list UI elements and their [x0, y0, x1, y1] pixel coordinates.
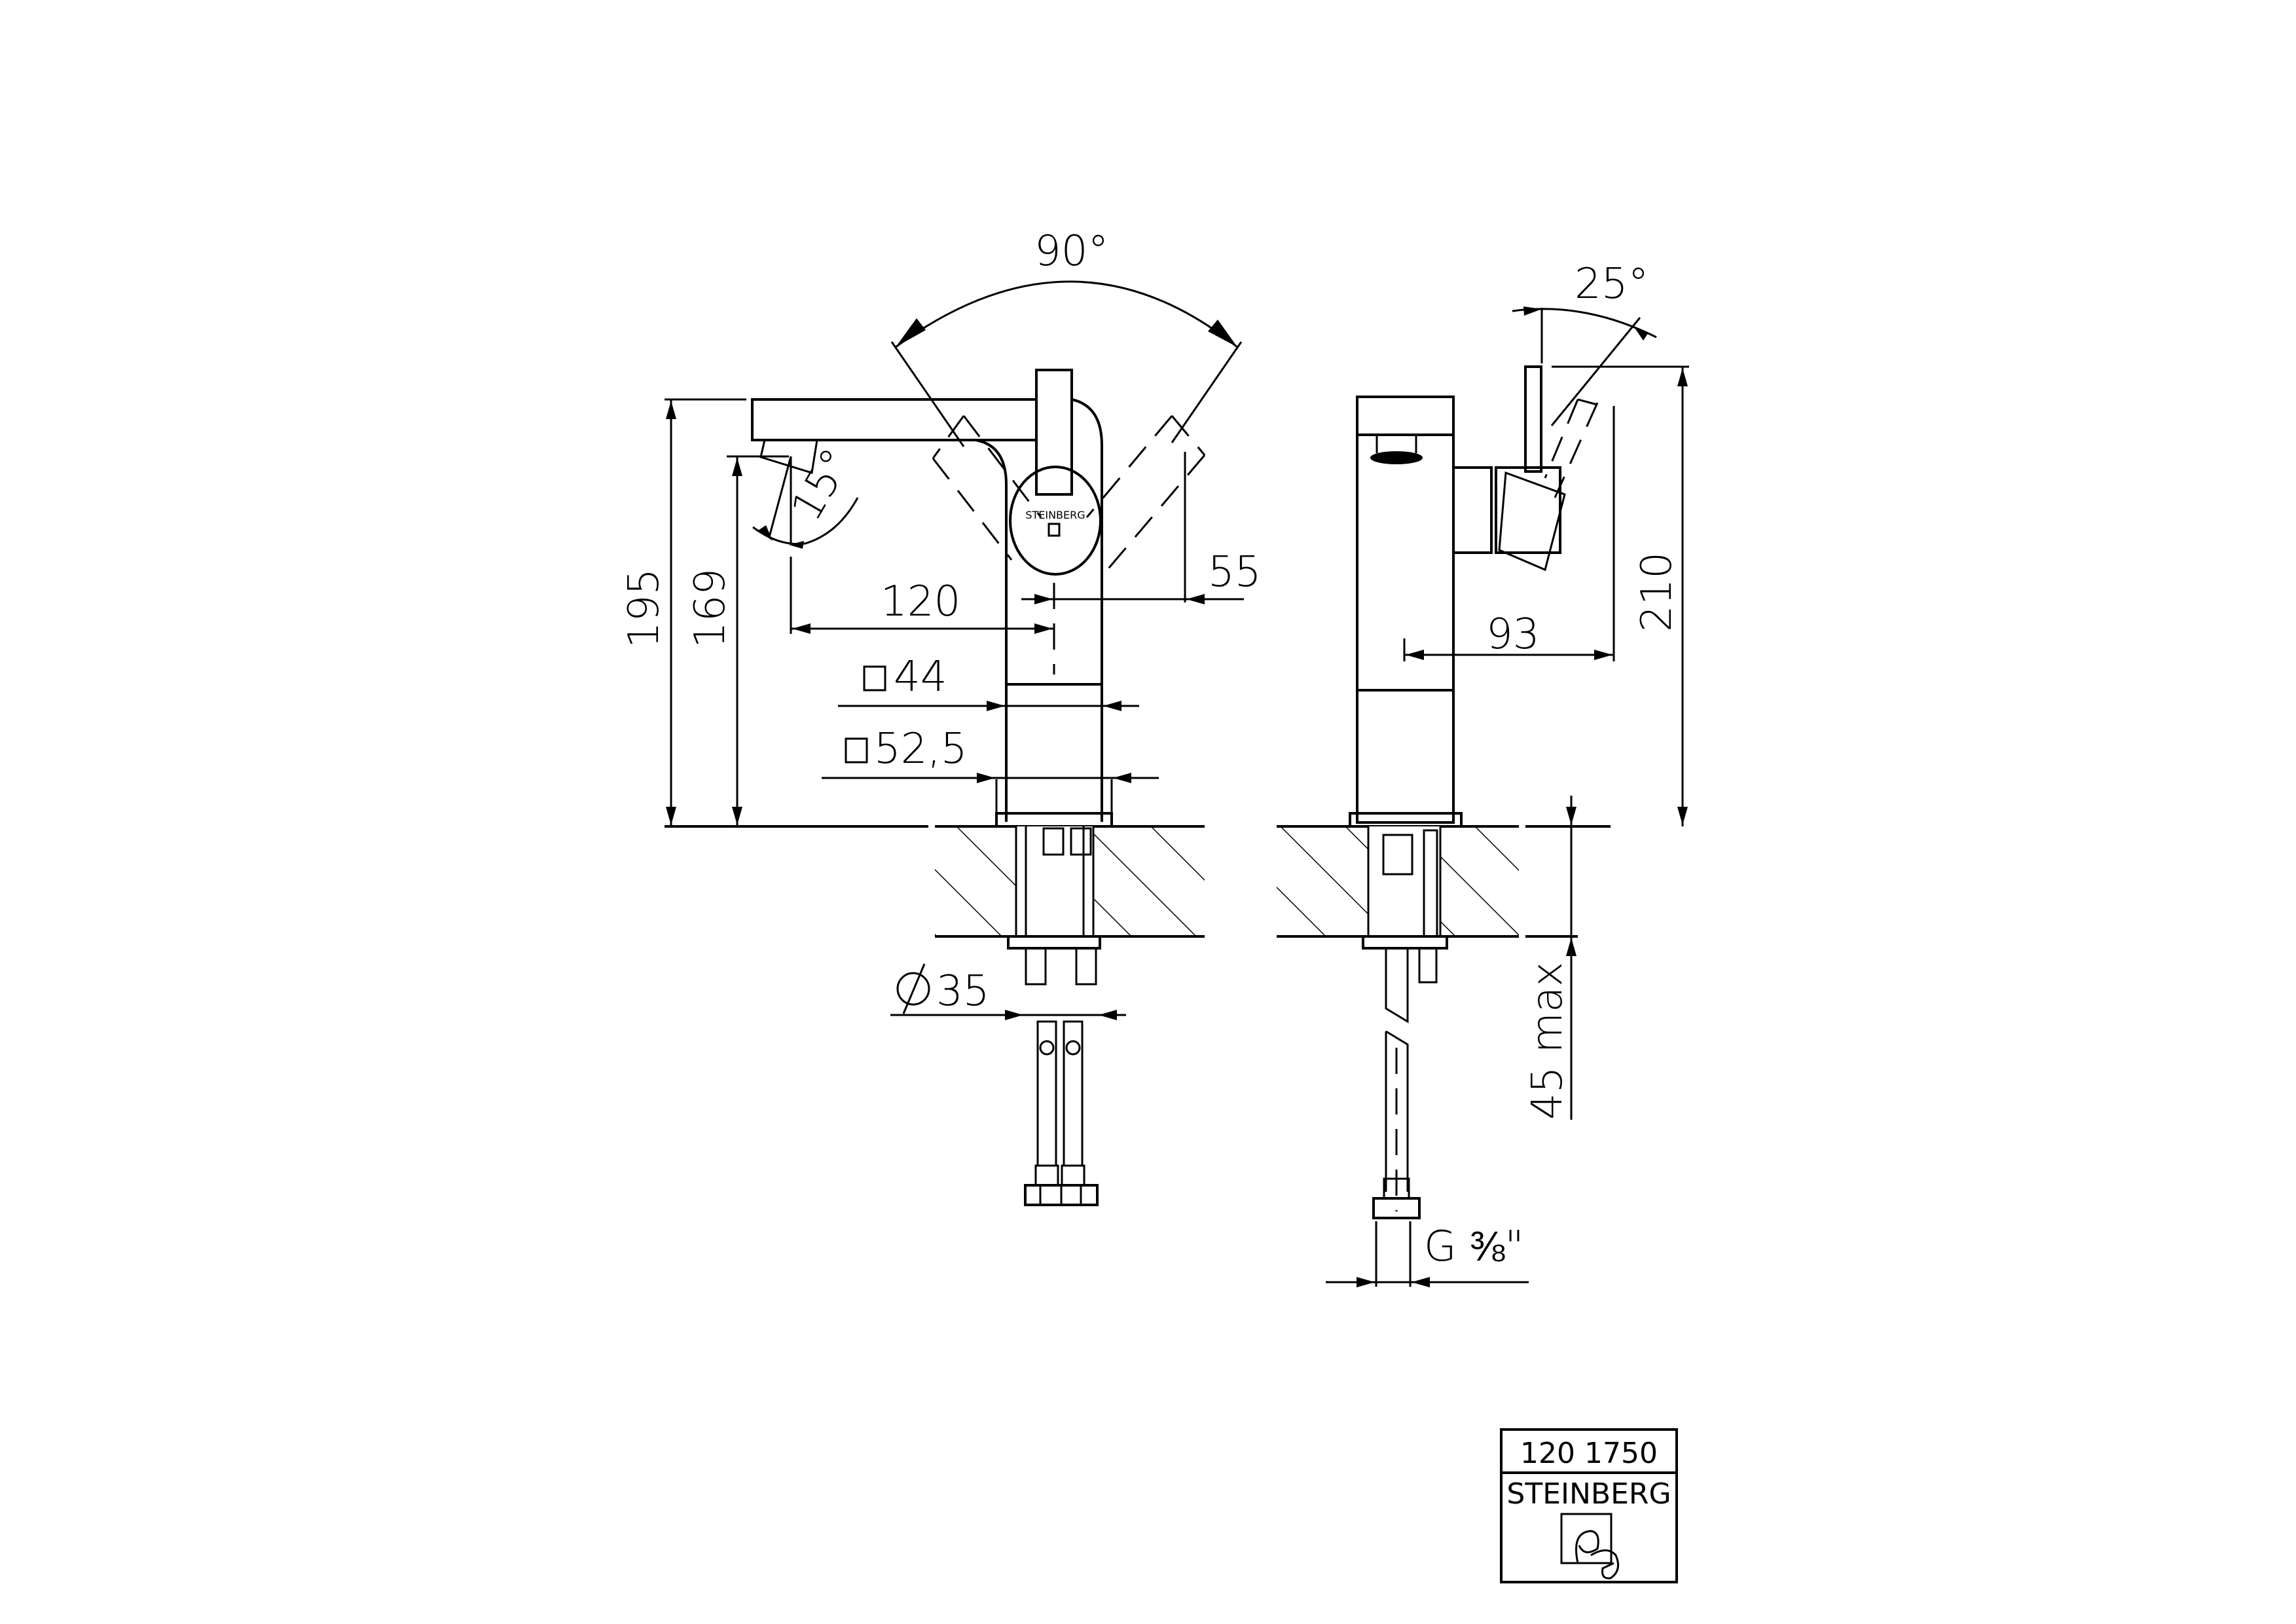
diameter-symbol-icon [896, 972, 930, 1006]
side-lever [1524, 365, 1542, 473]
dim-169: 169 [686, 568, 735, 648]
dim-45-max: 45 max [1523, 962, 1572, 1120]
dim-44: 44 [894, 653, 947, 701]
angle-25-label: 25° [1575, 260, 1649, 308]
brand-logo-icon [1048, 523, 1061, 537]
dim-195: 195 [620, 568, 668, 648]
square-symbol-icon [863, 665, 886, 692]
lever-alternate-positions [932, 415, 1206, 577]
side-hose-nut [1372, 1197, 1421, 1219]
dim-93: 93 [1486, 610, 1539, 659]
title-block: 120 1750 STEINBERG [1500, 1428, 1678, 1583]
lever-disc [1009, 466, 1102, 576]
dim-52-5: 52,5 [874, 725, 968, 773]
angle-90-label: 90° [1034, 227, 1108, 276]
base-plate [995, 812, 1113, 828]
fixing-plate [1007, 935, 1101, 950]
dim-g-3-8: G ⅜" [1424, 1223, 1524, 1271]
aerator-outlet [1370, 451, 1423, 464]
angle-15-label: 15° [782, 441, 862, 529]
square-symbol-icon [845, 737, 868, 764]
article-number: 120 1750 [1520, 1437, 1658, 1470]
supply-hoses [1024, 1020, 1099, 1206]
front-view: 90° STEINBERG [620, 227, 1261, 1206]
dim-55: 55 [1208, 548, 1261, 597]
dim-120: 120 [881, 578, 960, 626]
side-view: 25° 210 93 45 [1277, 260, 1689, 1287]
aerator [759, 439, 818, 474]
lever [1035, 369, 1073, 496]
side-body [1356, 396, 1455, 824]
brand-name: STEINBERG [1506, 1477, 1671, 1511]
steinberg-logo-icon [1560, 1513, 1620, 1579]
spout [751, 398, 1038, 441]
dim-210: 210 [1633, 552, 1681, 632]
dim-35: 35 [936, 967, 989, 1016]
lever-brand-label: STEINBERG [1025, 509, 1085, 521]
lever-swing-arc [895, 280, 1238, 348]
